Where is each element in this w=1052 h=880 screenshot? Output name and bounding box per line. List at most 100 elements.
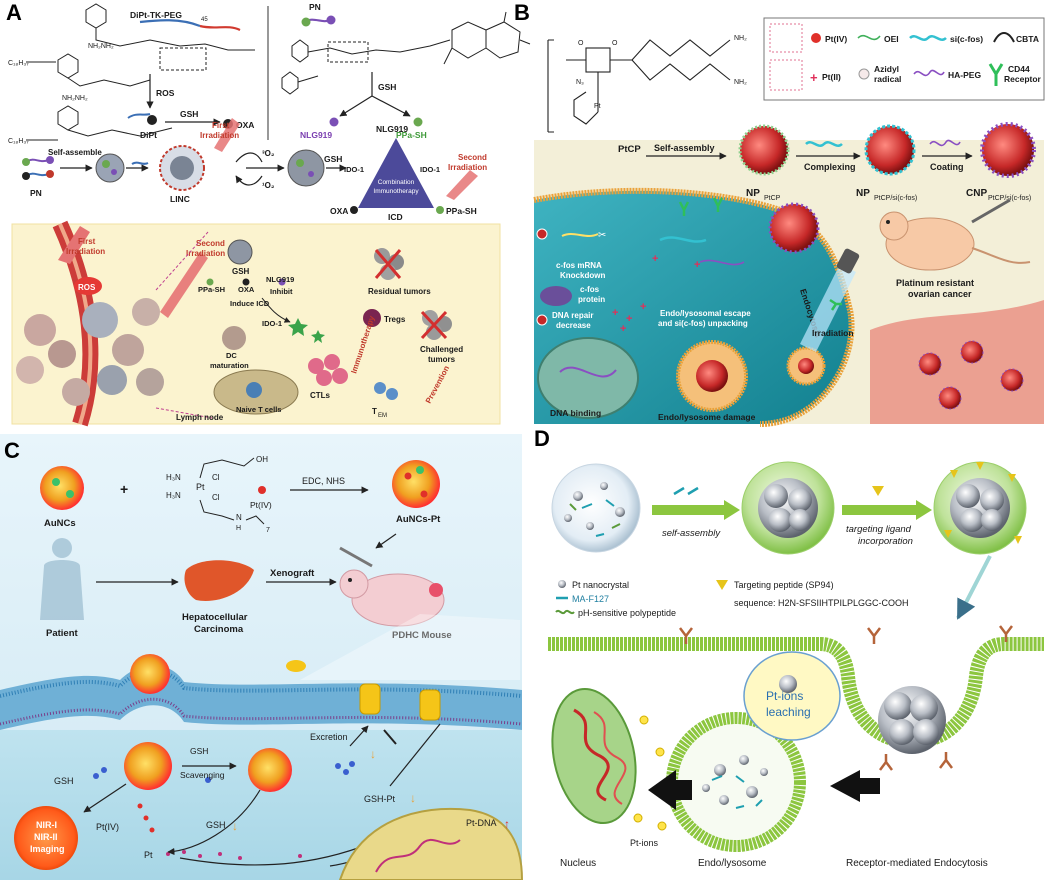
svg-text:ICD: ICD: [388, 212, 403, 222]
svg-text:Cl: Cl: [212, 473, 220, 482]
challenged-tumors-icon: [420, 310, 452, 340]
svg-text:NH₂: NH₂: [734, 79, 747, 86]
svg-text:EM: EM: [378, 413, 387, 419]
svg-text:c-fos: c-fos: [580, 285, 600, 294]
dipt-structure: [26, 3, 255, 141]
panel-c: C AuNCs + H₃N H₃N Pt Cl Cl OH N H 7 Pt(I…: [0, 434, 524, 880]
svg-text:NLG919: NLG919: [376, 124, 408, 134]
svg-text:CTLs: CTLs: [310, 391, 331, 400]
cd44-legend-icon: [988, 63, 1004, 86]
svg-text:HA-PEG: HA-PEG: [948, 70, 981, 80]
irradiation-beam: [800, 264, 856, 352]
svg-text:sequence: H2N-SFSIIHTPILPLGGC-: sequence: H2N-SFSIIHTPILPLGGC-COOH: [734, 598, 909, 608]
svg-text:si(c-fos): si(c-fos): [950, 34, 983, 44]
svg-text:Pt(II): Pt(II): [822, 72, 841, 82]
svg-text:↓: ↓: [232, 819, 238, 833]
oei-legend-icon: [857, 34, 881, 41]
svg-text:Knockdown: Knockdown: [560, 271, 605, 280]
svg-text:OXA: OXA: [236, 120, 254, 130]
svg-text:↓: ↓: [410, 791, 416, 805]
hapeg-legend-icon: [913, 69, 945, 77]
svg-text:N₃: N₃: [576, 79, 584, 86]
svg-text:GSH: GSH: [232, 267, 250, 276]
svg-text:GSH: GSH: [206, 820, 226, 830]
svg-text:PPa-SH: PPa-SH: [446, 206, 477, 216]
svg-text:Second: Second: [196, 239, 225, 248]
svg-text:Irradiation: Irradiation: [66, 247, 105, 256]
svg-text:protein: protein: [578, 295, 605, 304]
light-source-icon: [836, 248, 860, 274]
svg-text:NP: NP: [746, 188, 760, 199]
nir-imaging-icon: [14, 806, 78, 870]
svg-text:Pt: Pt: [594, 103, 601, 110]
svg-text:H: H: [236, 525, 241, 532]
svg-text:Patient: Patient: [46, 628, 79, 639]
svg-text:Irradiation: Irradiation: [186, 249, 225, 258]
svg-text:Self-assemble: Self-assemble: [48, 148, 102, 157]
svg-text:leaching: leaching: [766, 705, 811, 719]
svg-text:Excretion: Excretion: [310, 732, 348, 742]
aunc-icon: [40, 466, 84, 510]
svg-text:Irradiation: Irradiation: [200, 131, 239, 140]
nanoparticle-icon: [95, 153, 125, 183]
svg-text:tumors: tumors: [428, 355, 456, 364]
dc-cell-icon: [222, 326, 246, 350]
svg-text:Tregs: Tregs: [384, 315, 406, 324]
svg-text:Receptor-mediated Endocytosis: Receptor-mediated Endocytosis: [846, 858, 988, 869]
svg-text:↓: ↓: [370, 747, 376, 761]
svg-text:T: T: [372, 407, 377, 416]
svg-text:maturation: maturation: [210, 361, 249, 370]
combination-immunotherapy-triangle: [358, 138, 434, 208]
svg-text:Second: Second: [458, 153, 487, 162]
patient-icon: [40, 538, 84, 620]
svg-text:NH₂NH₂: NH₂NH₂: [62, 95, 88, 102]
svg-text:PtCP/si(c-fos): PtCP/si(c-fos): [988, 195, 1031, 202]
svg-text:7: 7: [266, 527, 270, 534]
svg-text:↑: ↑: [504, 817, 510, 831]
pn-label: PN: [309, 2, 321, 12]
pt-nanocluster-1: [758, 478, 818, 538]
svg-text:Pt-DNA: Pt-DNA: [466, 818, 497, 828]
svg-text:O: O: [578, 40, 584, 47]
svg-text:First: First: [78, 237, 96, 246]
svg-text:targeting ligand: targeting ligand: [846, 524, 912, 535]
svg-text:Lymph node: Lymph node: [176, 413, 224, 422]
panel-b-letter: B: [514, 0, 530, 25]
svg-text:Challenged: Challenged: [420, 345, 463, 354]
syringe-icon: [971, 198, 1011, 224]
svg-text:GSH-Pt: GSH-Pt: [364, 794, 396, 804]
first-irradiation-beam: [214, 118, 240, 152]
svg-text:Coating: Coating: [930, 162, 964, 172]
svg-text:AuNCs-Pt: AuNCs-Pt: [396, 514, 441, 525]
svg-text:and si(c-fos) unpacking: and si(c-fos) unpacking: [658, 319, 748, 328]
svg-text:GSH: GSH: [180, 109, 198, 119]
svg-text:DC: DC: [226, 351, 237, 360]
svg-text:Pt nanocrystal: Pt nanocrystal: [572, 580, 629, 590]
svg-text:decrease: decrease: [556, 321, 591, 330]
dipt-peg-label: DiPt-TK-PEG: [130, 10, 182, 20]
svg-text:Pt-ions: Pt-ions: [766, 689, 803, 703]
panel-a-letter: A: [6, 0, 22, 25]
svg-text:+: +: [694, 259, 700, 271]
svg-text:Hepatocellular: Hepatocellular: [182, 612, 248, 623]
svg-text:Endo/lysosome: Endo/lysosome: [698, 858, 767, 869]
svg-text:NIR-II: NIR-II: [34, 832, 58, 842]
svg-text:pH-sensitive polypeptide: pH-sensitive polypeptide: [578, 608, 676, 618]
tregs-icon: [363, 309, 381, 327]
panel-c-letter: C: [4, 438, 20, 463]
svg-text:Complexing: Complexing: [804, 162, 856, 172]
svg-text:IDO-1: IDO-1: [262, 319, 282, 328]
targeting-peptide-legend-icon: [716, 580, 728, 590]
svg-text:Receptor: Receptor: [1004, 74, 1042, 84]
svg-text:radical: radical: [874, 74, 901, 84]
vessel-tissue: [870, 300, 1044, 424]
dipt-icon: [147, 115, 157, 125]
nucleus-c: [338, 807, 524, 880]
ppa-sh-label: PPa-SH: [396, 130, 427, 140]
svg-text:NH₂: NH₂: [734, 35, 747, 42]
cell-membrane: [533, 187, 855, 427]
svg-text:Platinum resistant: Platinum resistant: [896, 278, 974, 288]
svg-text:H₃N: H₃N: [166, 491, 181, 500]
svg-text:+: +: [810, 70, 818, 85]
svg-text:O: O: [612, 40, 618, 47]
